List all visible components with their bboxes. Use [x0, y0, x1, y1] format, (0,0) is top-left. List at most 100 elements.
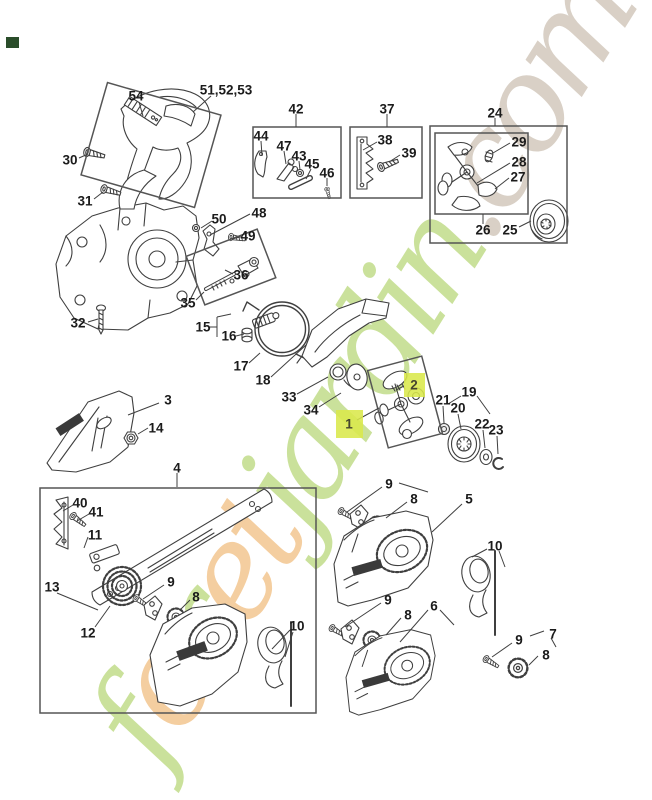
leader-line — [127, 402, 160, 416]
leader-line — [179, 599, 191, 611]
leader-line — [550, 637, 557, 648]
part-label-20: 20 — [450, 401, 465, 416]
spring-15 — [251, 312, 280, 329]
leader-line — [192, 95, 212, 113]
part-label-8: 8 — [542, 648, 550, 663]
leader-line — [496, 435, 499, 455]
leader-line — [142, 584, 165, 600]
leader-line — [344, 602, 382, 628]
leader-line — [439, 609, 455, 626]
part-label-46: 46 — [319, 166, 335, 181]
leader-line — [362, 141, 378, 151]
part-label-19: 19 — [461, 385, 476, 400]
part-label-32: 32 — [70, 316, 85, 331]
clutch-drum-25 — [529, 199, 569, 243]
leader-line — [138, 101, 144, 117]
part-label-48: 48 — [251, 206, 267, 221]
leader-line — [457, 413, 462, 430]
part-label-9: 9 — [384, 593, 392, 608]
frame-box-2 — [429, 125, 568, 244]
part-highlight-1[interactable] — [336, 410, 363, 438]
part-label-6: 6 — [430, 599, 438, 614]
leader-line — [248, 352, 261, 364]
leader-line — [83, 536, 89, 549]
leader-line — [471, 548, 488, 558]
leader-line — [260, 140, 263, 157]
leader-line — [200, 220, 213, 229]
part-label-9: 9 — [385, 477, 393, 492]
bushing-16 — [241, 327, 253, 343]
frame-box-6 — [185, 228, 277, 306]
part-label-13: 13 — [44, 580, 60, 595]
part-label-37: 37 — [379, 102, 394, 117]
part-label-24: 24 — [487, 106, 503, 121]
part-label-18: 18 — [255, 373, 271, 388]
leader-line — [492, 142, 511, 154]
group-5 — [332, 504, 496, 636]
part-label-42: 42 — [288, 102, 303, 117]
cover-box4 — [149, 603, 248, 707]
leader-line — [518, 220, 532, 228]
corner-mark — [6, 37, 19, 48]
leader-line — [137, 427, 149, 435]
part-label-40: 40 — [72, 496, 87, 511]
part-label-8: 8 — [192, 590, 200, 605]
frame-box-5 — [80, 81, 222, 209]
leader-line — [283, 150, 287, 165]
part-label-54: 54 — [128, 89, 144, 104]
part-label-50: 50 — [211, 212, 226, 227]
leader-line — [476, 162, 511, 184]
frame-box-1 — [349, 126, 423, 199]
chain-12 — [101, 565, 143, 607]
crankcase-drawing — [55, 169, 200, 331]
part-label-12: 12 — [80, 626, 95, 641]
leader-line — [62, 504, 74, 512]
leader-line — [491, 642, 513, 658]
leader-line — [398, 482, 429, 493]
leader-line — [224, 269, 234, 275]
part-label-1: 1 — [345, 417, 353, 432]
part-label-10: 10 — [487, 539, 502, 554]
part-label-23: 23 — [488, 423, 504, 438]
part-label-43: 43 — [291, 149, 307, 164]
sprocket-cover-3 — [46, 390, 139, 473]
leader-line — [195, 291, 205, 301]
part-label-26: 26 — [475, 223, 491, 238]
leader-line — [235, 333, 245, 337]
leader-line — [442, 405, 445, 424]
part-label-4: 4 — [173, 461, 181, 476]
leader-line — [56, 592, 99, 611]
part-label-51,52,53: 51,52,53 — [200, 83, 253, 98]
frame-box-3 — [434, 132, 529, 215]
frame-box-0 — [252, 126, 342, 199]
drum-group-19-23 — [437, 422, 504, 470]
group-7 — [481, 654, 529, 679]
leader-line — [271, 629, 291, 650]
nut-14 — [123, 431, 139, 445]
leader-line — [318, 392, 342, 408]
part-label-8: 8 — [404, 608, 412, 623]
leader-line — [388, 154, 401, 163]
part-label-17: 17 — [233, 359, 248, 374]
leader-line — [528, 655, 539, 666]
part-label-47: 47 — [276, 139, 291, 154]
part-label-27: 27 — [510, 170, 525, 185]
part-label-35: 35 — [180, 296, 196, 311]
leader-line — [494, 177, 510, 190]
leader-line — [476, 395, 491, 415]
leader-line — [498, 550, 506, 568]
box37-parts — [356, 136, 401, 190]
brake-cover-18 — [296, 298, 390, 368]
leader-line — [76, 513, 90, 522]
box42-parts — [254, 150, 333, 200]
part-label-44: 44 — [253, 129, 269, 144]
part-label-16: 16 — [221, 329, 237, 344]
part-label-36: 36 — [233, 268, 249, 283]
part-label-11: 11 — [88, 528, 103, 543]
part-highlight-2[interactable] — [404, 373, 425, 397]
leader-line — [346, 486, 383, 513]
leader-line — [385, 501, 408, 519]
frame-box-7 — [366, 355, 444, 449]
sticker-54 — [123, 95, 163, 127]
